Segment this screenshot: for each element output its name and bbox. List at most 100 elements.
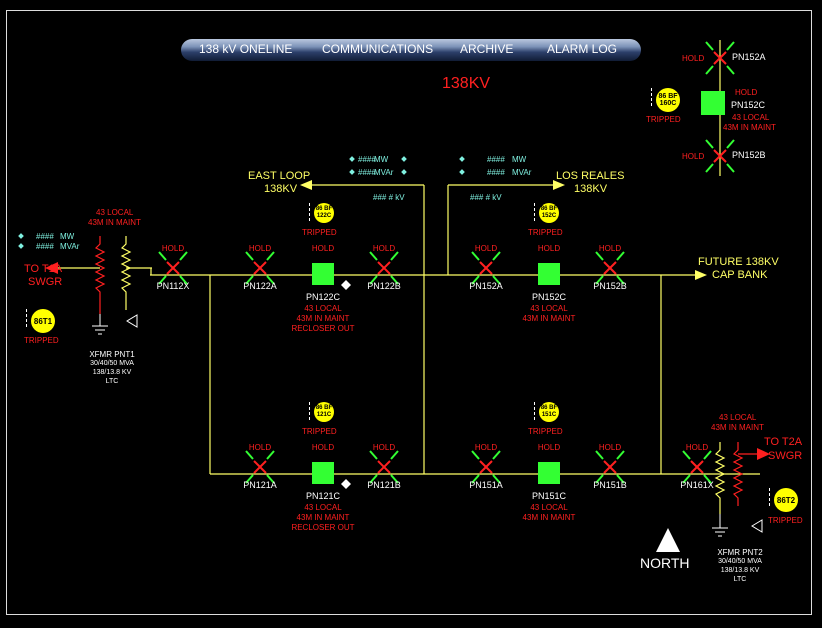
los-reales-kv: 138KV [574,183,608,195]
xfmr1-mw-value: #### [36,232,54,241]
relay-flag [769,488,770,506]
xfmr1-mw-unit: MW [60,232,75,241]
pn122b-label: PN122B [367,281,401,291]
pn121c-recloser: RECLOSER OUT [291,523,355,532]
bf122c-tripped: TRIPPED [302,228,337,237]
86t2-tripped: TRIPPED [768,516,803,525]
legend-hold-c: HOLD [735,88,758,97]
pn152c-legend-switch[interactable] [701,91,725,115]
relay-flag [651,88,652,106]
pn121c-label: PN121C [305,491,341,501]
xfmr1-local: 43 LOCAL [96,208,134,217]
xfmr2-rating: 30/40/50 MVA [718,558,762,565]
pn121b-hold: HOLD [372,443,396,452]
bf160c-tripped: TRIPPED [646,115,681,124]
xfmr2-local: 43 LOCAL [719,413,757,422]
t1a-label: TO T1A [24,263,63,275]
pn151c-switch[interactable] [538,462,560,484]
pn152a-label: PN152A [469,281,503,291]
pn121a-label: PN121A [243,480,277,490]
pn161x-hold: HOLD [685,443,709,452]
nav-archive-button[interactable]: ARCHIVE [460,42,514,56]
east-kv-value: ### # kV [373,193,405,202]
nav-communications-button[interactable]: COMMUNICATIONS [322,42,434,56]
xfmr1-maint: 43M IN MAINT [88,218,141,227]
bf121c-tripped: TRIPPED [302,427,337,436]
pn122c-maint: 43M IN MAINT [296,314,350,323]
pn161x-label: PN161X [680,480,714,490]
t1a-sub: SWGR [28,276,63,288]
86t1-relay[interactable]: 86T1 [31,309,55,333]
relay-flag [534,402,535,420]
t2a-sub: SWGR [768,450,803,462]
pn122c-recloser: RECLOSER OUT [291,324,355,333]
pn152b-label: PN152B [593,281,627,291]
pn122a-label: PN122A [243,281,277,291]
xfmr1-voltage: 138/13.8 KV [92,369,132,376]
legend-maint: 43M IN MAINT [723,123,776,132]
pn122c-hold: HOLD [311,244,335,253]
legend-pn152c-label: PN152C [731,100,766,110]
pn121c-hold: HOLD [311,443,335,452]
pn122c-label: PN122C [305,292,341,302]
pn151c-hold: HOLD [537,443,561,452]
display-frame [6,10,812,615]
xfmr2-ltc: LTC [733,576,747,583]
86t2-relay[interactable]: 86T2 [774,488,798,512]
pn112x-hold: HOLD [161,244,185,253]
xfmr1-rating: 30/40/50 MVA [90,360,134,367]
pn122b-hold: HOLD [372,244,396,253]
los-reales-label: LOS REALES [556,170,625,182]
86t1-tripped: TRIPPED [24,336,59,345]
pn151a-hold: HOLD [474,443,498,452]
pn152c-hold: HOLD [537,244,561,253]
east-loop-label: EAST LOOP [248,170,311,182]
east-mvar-value: #### [358,168,376,177]
t2a-label: TO T2A [764,436,803,448]
pn121a-hold: HOLD [248,443,272,452]
east-mvar-unit: MVAr [374,168,394,177]
pn152c-switch[interactable] [538,263,560,285]
pn152c-maint: 43M IN MAINT [522,314,576,323]
nav-alarm-log-button[interactable]: ALARM LOG [547,42,618,56]
xfmr1-mvar-unit: MVAr [60,242,80,251]
nav-bar: 138 kV ONELINE COMMUNICATIONS ARCHIVE AL… [181,39,641,61]
bf151c-tripped: TRIPPED [528,427,563,436]
west-mvar-unit: MVAr [512,168,532,177]
pn152c-local: 43 LOCAL [530,304,568,313]
xfmr1-ltc: LTC [105,378,119,385]
west-mw-value: #### [487,155,505,164]
pn121c-maint: 43M IN MAINT [296,513,350,522]
pn121c-switch[interactable] [312,462,334,484]
pn151c-maint: 43M IN MAINT [522,513,576,522]
pn152a-hold: HOLD [474,244,498,253]
east-mw-unit: MW [374,155,389,164]
future-cap-bank-sub: CAP BANK [712,269,768,281]
xfmr2-name: XFMR PNT2 [717,548,763,557]
pn122c-switch[interactable] [312,263,334,285]
legend-pn152b-label: PN152B [732,150,766,160]
pn151b-label: PN151B [593,480,627,490]
relay-flag [309,203,310,221]
pn121c-local: 43 LOCAL [304,503,342,512]
xfmr2-maint: 43M IN MAINT [711,423,764,432]
east-mw-value: #### [358,155,376,164]
legend-pn152a-label: PN152A [732,52,766,62]
pn122a-hold: HOLD [248,244,272,253]
west-mvar-value: #### [487,168,505,177]
north-label: NORTH [640,555,690,571]
pn151c-local: 43 LOCAL [530,503,568,512]
legend-local: 43 LOCAL [732,113,770,122]
legend-hold-a: HOLD [682,54,705,63]
west-kv-value: ### # kV [470,193,502,202]
nav-oneline-button[interactable]: 138 kV ONELINE [199,42,293,56]
relay-flag [309,402,310,420]
pn151c-label: PN151C [531,491,567,501]
pn151a-label: PN151A [469,480,503,490]
pn112x-label: PN112X [156,281,190,291]
